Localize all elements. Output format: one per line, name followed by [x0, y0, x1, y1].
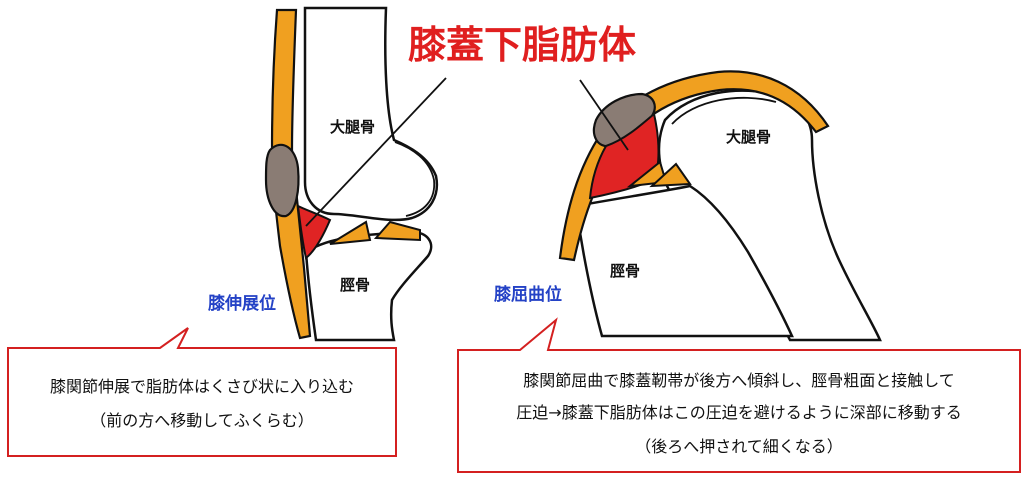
left-meniscus-back	[373, 220, 421, 242]
right-meniscus-front	[626, 160, 668, 188]
right-callout-line-1: 膝関節屈曲で膝蓋靭帯が後方へ傾斜し、脛骨粗面と接触して	[523, 371, 955, 390]
left-meniscus-front	[329, 220, 372, 245]
left-knee-extension: 大腿骨 脛骨 膝伸展位	[208, 6, 447, 342]
diagram-title: 膝蓋下脂肪体	[408, 23, 636, 67]
right-callout-line-2: 圧迫→膝蓋下脂肪体はこの圧迫を避けるように深部に移動する	[516, 403, 961, 422]
left-femur	[303, 6, 439, 222]
right-meniscus-back	[649, 162, 692, 188]
right-tibia	[574, 184, 794, 338]
right-callout-box	[457, 317, 1021, 473]
left-position-label: 膝伸展位	[208, 293, 276, 314]
left-patella	[264, 143, 300, 218]
left-callout-box	[7, 327, 397, 457]
right-pointer-line	[579, 79, 629, 151]
right-callout-line-3: （後ろへ押されて細くなる）	[635, 437, 843, 456]
left-femur-label: 大腿骨	[330, 118, 375, 136]
left-tibia-label: 脛骨	[340, 276, 370, 294]
right-femur-label: 大腿骨	[726, 128, 771, 146]
left-callout-line-1: 膝関節伸展で脂肪体はくさび状に入り込む	[50, 377, 354, 396]
left-pointer-line	[305, 77, 447, 227]
right-position-label: 膝屈曲位	[494, 284, 562, 305]
right-femur-cartilage	[671, 96, 777, 125]
left-callout-line-2: （前の方へ移動してふくらむ）	[90, 411, 314, 430]
right-tibia-label: 脛骨	[610, 262, 640, 280]
right-knee-flexion: 大腿骨 脛骨 膝屈曲位	[494, 70, 882, 342]
left-fat-pad	[296, 204, 332, 260]
left-femur-cartilage	[394, 141, 436, 217]
